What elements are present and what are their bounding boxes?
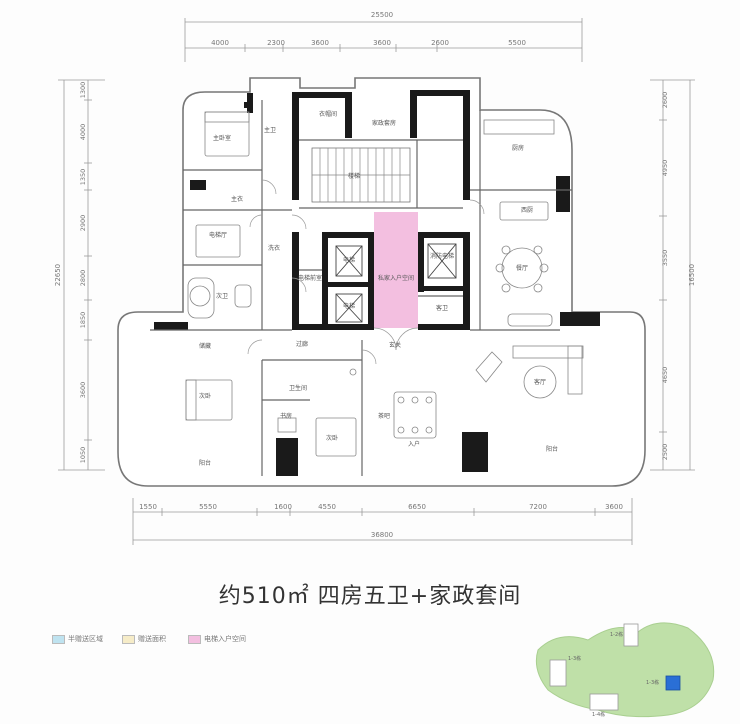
dim-bottom-2: 5550 [199,503,217,511]
dim-left-3: 1350 [79,169,87,186]
private-lobby-area [374,212,418,328]
dim-bottom-total: 36800 [371,531,393,539]
room-housekeeping: 家政套房 [372,119,396,127]
legend-swatch-yellow [122,634,135,644]
dim-right-1: 2600 [661,92,669,109]
core-walls [154,90,600,476]
legend-half-gift: 半赠送区域 [52,632,103,646]
dim-bottom-5: 6650 [408,503,426,511]
dimension-bottom [132,498,633,545]
minimap-building-1 [623,623,639,647]
dim-bottom-4: 4550 [318,503,336,511]
dim-left-5: 2800 [79,270,87,287]
dim-right-3: 3550 [661,250,669,267]
dim-bottom-3: 1600 [274,503,292,511]
dim-left-4: 2900 [79,215,87,232]
room-private-lobby: 私家入户空间 [378,274,414,282]
dim-left-6: 1850 [79,312,87,329]
room-lift-lobby: 电梯前室 [298,274,322,282]
room-master-bed: 主卧室 [213,134,231,142]
room-living: 客厅 [534,378,546,386]
plan-title: 约510㎡ 四房五卫+家政套间 [218,584,522,609]
room-balcony-left: 阳台 [199,459,211,467]
room-storage: 储藏 [199,342,211,350]
dim-left-1: 1300 [79,82,87,99]
legend-swatch-pink [188,634,201,644]
interior-walls [150,100,572,476]
room-laundry: 洗衣 [268,244,280,252]
room-bedroom2: 次卧 [199,392,211,400]
room-study: 书房 [280,412,292,420]
dim-top-1: 4000 [211,39,229,47]
room-stair: 楼梯 [348,172,360,180]
dim-bottom-7: 3600 [605,503,623,511]
room-dining: 餐厅 [516,264,528,272]
room-entry: 入户 [408,440,420,448]
dim-right-total: 16500 [688,264,696,286]
door-swings [247,179,485,365]
minimap-building-3 [589,693,619,711]
minimap-label-2: 1-3栋 [568,655,581,662]
dim-right-4: 4650 [661,367,669,384]
room-elevator-hall: 电梯厅 [209,231,227,239]
dim-left-total: 22650 [54,264,62,286]
dim-top-total: 25500 [371,11,393,19]
room-kitchen: 厨房 [512,144,524,152]
dim-top-4: 3600 [373,39,391,47]
dim-top-5: 2600 [431,39,449,47]
room-corridor: 过廊 [296,340,308,348]
dim-right-2: 4950 [661,160,669,177]
room-western-kitchen: 西厨 [521,207,533,214]
legend-label-half-gift: 半赠送区域 [68,635,103,643]
room-elevator2: 电梯 [343,302,355,310]
minimap-label-1: 1-2栋 [610,631,623,638]
room-bath3: 卫生间 [289,384,307,392]
dim-top-2: 2300 [267,39,285,47]
room-bedroom3: 次卧 [326,434,338,442]
legend-swatch-blue [52,634,65,644]
room-fire-elevator: 消防电梯 [430,252,454,260]
room-tea-bar: 茶吧 [378,412,390,420]
dim-left-7: 3600 [79,382,87,399]
legend-lobby: 电梯入户空间 [188,632,246,646]
room-balcony-right: 阳台 [546,445,558,453]
dim-bottom-6: 7200 [529,503,547,511]
minimap-green-area [535,622,715,718]
dim-top-3: 3600 [311,39,329,47]
minimap-label-4: 1-4栋 [592,711,605,718]
elevator-cars [335,243,457,323]
room-foyer: 玄关 [389,341,401,349]
minimap-label-3: 1-3栋 [646,679,659,686]
room-walk-in: 主卫 [264,126,276,134]
legend-label-lobby: 电梯入户空间 [204,635,246,643]
room-dressing: 主衣 [231,195,243,203]
minimap-building-current [665,675,681,691]
furniture [185,111,584,457]
dimension-top [184,18,583,62]
legend-label-gift: 赠送面积 [138,635,166,643]
dim-top-6: 5500 [508,39,526,47]
room-elevator1: 电梯 [343,256,355,264]
dim-left-8: 1050 [79,447,87,464]
stair-treads [311,147,411,203]
dim-bottom-1: 1550 [139,503,157,511]
room-master-closet: 衣帽间 [319,110,337,118]
dim-left-2: 4000 [79,124,87,141]
dimension-right [650,79,695,471]
dimension-left [58,79,105,471]
site-minimap: 1-2栋 1-3栋 1-3栋 1-4栋 [535,622,715,718]
room-public-wc: 客卫 [436,304,448,312]
dim-right-5: 2500 [661,444,669,461]
minimap-building-2 [549,659,567,687]
legend-gift: 赠送面积 [122,632,166,646]
room-bath2: 次卫 [216,292,228,300]
